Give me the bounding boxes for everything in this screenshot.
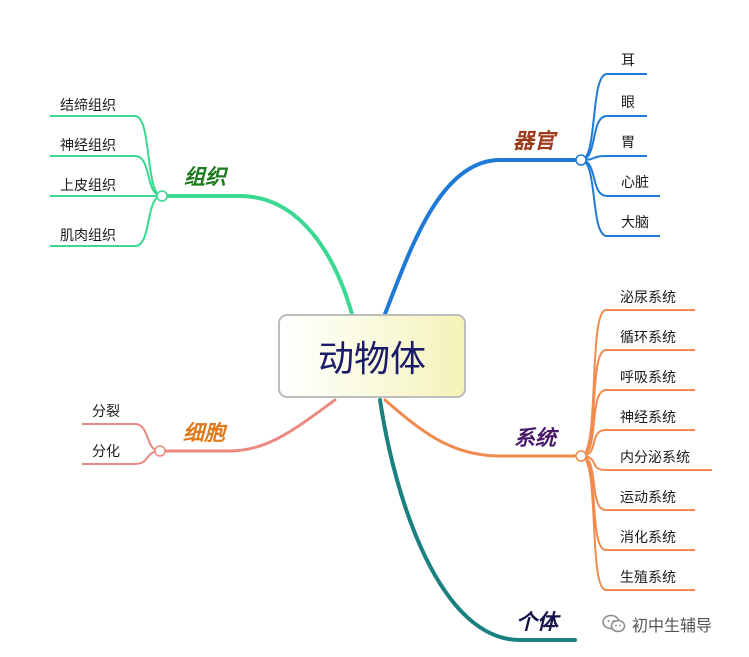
watermark: 初中生辅导 bbox=[602, 612, 712, 636]
branch-label-organ[interactable]: 器官 bbox=[513, 128, 555, 153]
leaf-tissue-muscle[interactable]: 肌肉组织 bbox=[60, 228, 116, 244]
leaf-cell-differentiation[interactable]: 分化 bbox=[92, 444, 120, 460]
tissue-junction-node[interactable] bbox=[156, 190, 168, 202]
trunk-individual bbox=[378, 398, 577, 642]
organ-junction-node[interactable] bbox=[575, 154, 587, 166]
leaf-system-endocrine[interactable]: 内分泌系统 bbox=[620, 450, 690, 466]
leaf-system-nervous[interactable]: 神经系统 bbox=[620, 410, 676, 426]
leaf-system-circulatory[interactable]: 循环系统 bbox=[620, 330, 676, 346]
trunk-tissue bbox=[160, 194, 354, 316]
leaf-organ-ear[interactable]: 耳 bbox=[621, 53, 635, 69]
branch-label-tissue[interactable]: 组织 bbox=[184, 164, 226, 189]
leaf-organ-stomach[interactable]: 胃 bbox=[621, 135, 635, 151]
leaf-system-respiratory[interactable]: 呼吸系统 bbox=[620, 370, 676, 386]
leaf-tissue-connective[interactable]: 结缔组织 bbox=[60, 98, 116, 114]
leaf-organ-heart[interactable]: 心脏 bbox=[621, 175, 649, 191]
leaf-system-reproductive[interactable]: 生殖系统 bbox=[620, 570, 676, 586]
cell-junction-node[interactable] bbox=[154, 445, 166, 457]
leaf-system-digestive[interactable]: 消化系统 bbox=[620, 530, 676, 546]
leaf-tissue-epithelial[interactable]: 上皮组织 bbox=[60, 178, 116, 194]
leaf-organ-eye[interactable]: 眼 bbox=[621, 95, 635, 111]
leaf-cell-division[interactable]: 分裂 bbox=[92, 404, 120, 420]
leaf-system-motor[interactable]: 运动系统 bbox=[620, 490, 676, 506]
leaf-tissue-nervous[interactable]: 神经组织 bbox=[60, 138, 116, 154]
trunk-organ bbox=[383, 158, 583, 316]
system-junction-node[interactable] bbox=[575, 450, 587, 462]
watermark-text: 初中生辅导 bbox=[632, 616, 713, 635]
central-node[interactable]: 动物体 bbox=[278, 314, 466, 398]
trunk-cell bbox=[158, 398, 337, 453]
leaf-organ-brain[interactable]: 大脑 bbox=[621, 215, 649, 231]
branch-label-cell[interactable]: 细胞 bbox=[183, 420, 225, 445]
branch-label-individual[interactable]: 个体 bbox=[516, 609, 558, 634]
wechat-icon bbox=[602, 614, 626, 633]
central-node-label: 动物体 bbox=[317, 339, 426, 380]
branch-label-system[interactable]: 系统 bbox=[514, 425, 556, 450]
leaf-system-urinary[interactable]: 泌尿系统 bbox=[620, 290, 676, 306]
trunk-system bbox=[383, 398, 583, 458]
